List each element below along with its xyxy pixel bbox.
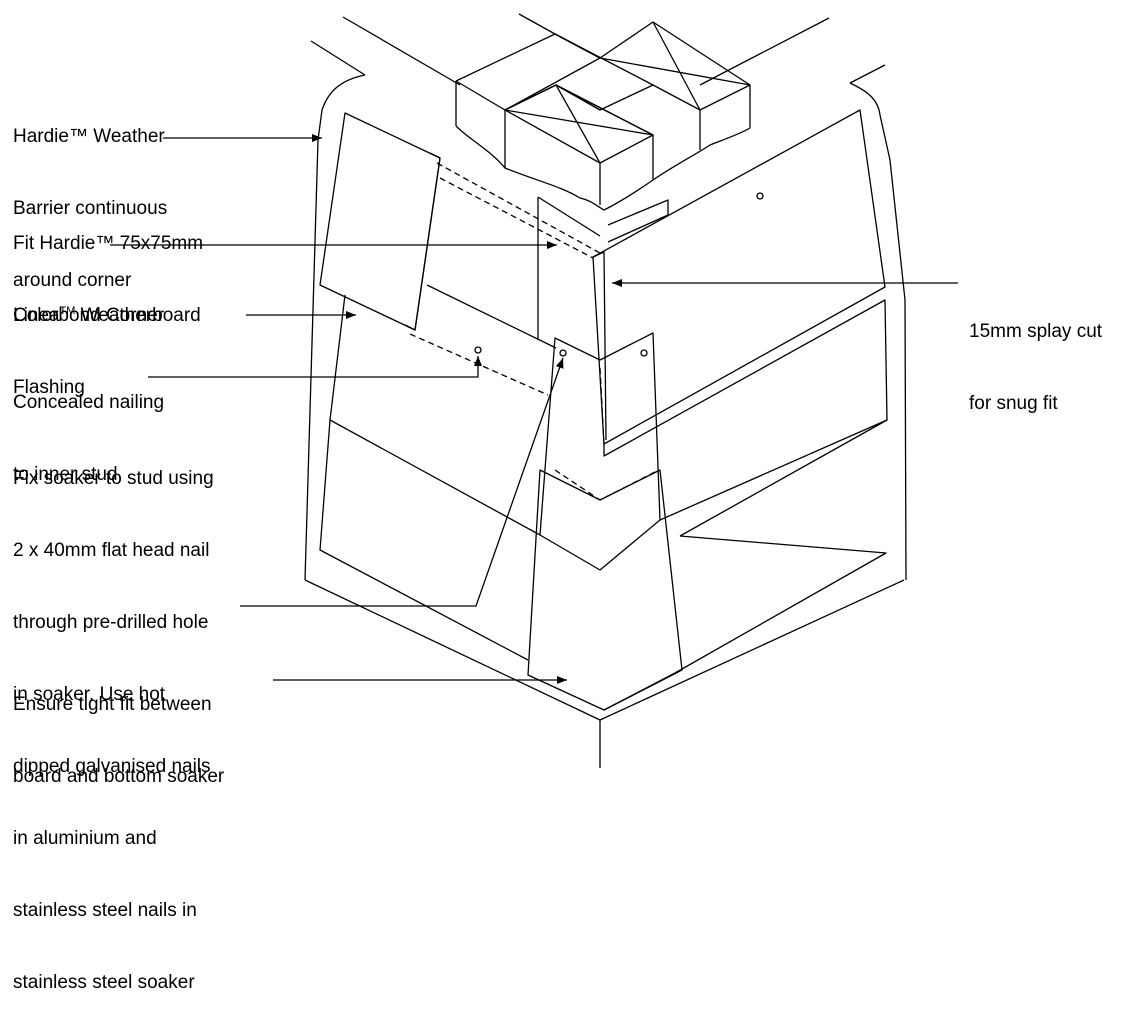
hidden-lines: [409, 162, 656, 501]
corner-flashing: [537, 196, 669, 340]
weather-barrier-outline: [304, 74, 907, 581]
splay-cut-label: 15mm splay cut for snug fit: [969, 321, 1103, 414]
left-wall-boards: [304, 112, 905, 768]
weatherboard-label: LineaTM Weatherboard: [13, 305, 201, 326]
framing-timbers: [310, 13, 886, 205]
weather-barrier-label: Hardie™ Weather Barrier continuous aroun…: [13, 126, 168, 291]
nail-holes: [474, 192, 764, 357]
tight-fit-label: Ensure tight fit between board and botto…: [13, 694, 225, 787]
corner-flashing-label: Fit Hardie™ 75x75mm Colorbond Corner Fla…: [13, 233, 204, 398]
leader-lines: [110, 134, 958, 684]
corner-detail-drawing: [110, 13, 958, 768]
right-wall-boards: [592, 109, 888, 711]
concealed-nailing-label: Concealed nailing to inner stud: [13, 392, 165, 485]
